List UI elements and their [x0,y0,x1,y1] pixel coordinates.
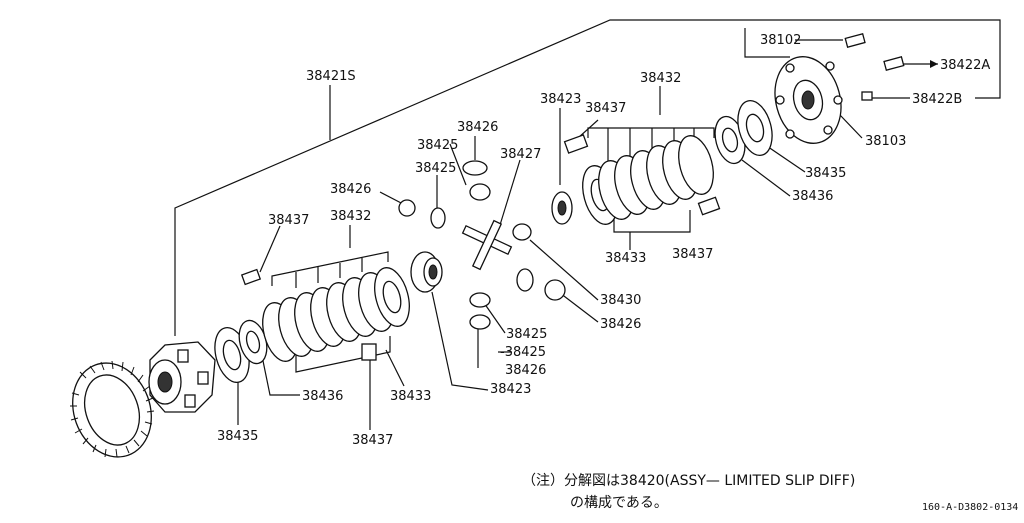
label-38437-left: 38437 [268,213,309,228]
label-38423-top: 38423 [540,92,581,107]
right-clutch-pack [582,135,714,225]
label-38426-a: 38426 [457,120,498,135]
pinion-shaft-cross [461,219,534,292]
note-line-2: の構成である。 [570,495,668,511]
leader-lines [174,19,1001,430]
label-38437-right: 38437 [672,247,713,262]
left-thrust-washers [214,319,268,384]
label-38425-a: 38425 [417,138,458,153]
label-38425-c: 38425 [506,327,547,342]
side-gear-left [410,251,443,293]
label-38432-right: 38432 [640,71,681,86]
label-38432-left: 38432 [330,209,371,224]
differential-case-left [148,341,216,413]
label-38426-c: 38426 [600,317,641,332]
spring-clips [240,134,721,361]
label-38425-b: 38425 [415,161,456,176]
label-38102: 38102 [760,33,801,48]
label-38103: 38103 [865,134,906,149]
right-thrust-washers [714,99,773,165]
label-38422b: 38422B [912,92,962,107]
ring-gear [70,360,155,458]
differential-cover-right [774,56,843,144]
label-38433-left: 38433 [390,389,431,404]
label-38426-d: 38426 [505,363,546,378]
label-38430: 38430 [600,293,641,308]
left-clutch-pack [262,267,410,362]
label-38436-right: 38436 [792,189,833,204]
side-gear-right [551,191,573,225]
label-38425-d: -38425 [500,345,546,360]
label-38426-b: 38426 [330,182,371,197]
diagram-note: （注）分解図は38420(ASSY— LIMITED SLIP DIFF) の構… [522,470,855,514]
label-38435-right: 38435 [805,166,846,181]
note-line-1: （注）分解図は38420(ASSY— LIMITED SLIP DIFF) [522,473,856,489]
label-38423-bottom: 38423 [490,382,531,397]
bolts [844,33,938,101]
drawing-code: 160-A-D3802-0134 [922,502,1019,513]
pinion-gears-washers [398,160,566,330]
label-38436-left: 38436 [302,389,343,404]
label-38437-top: 38437 [585,101,626,116]
label-38422a: 38422A [940,58,990,73]
label-38437-bottom: 38437 [352,433,393,448]
label-38421s: 38421S [306,69,356,84]
label-38435-left: 38435 [217,429,258,444]
label-38433-right: 38433 [605,251,646,266]
label-38427: 38427 [500,147,541,162]
part-labels: 38102 38422A 38422B 38103 38421S 38432 3… [217,33,990,448]
